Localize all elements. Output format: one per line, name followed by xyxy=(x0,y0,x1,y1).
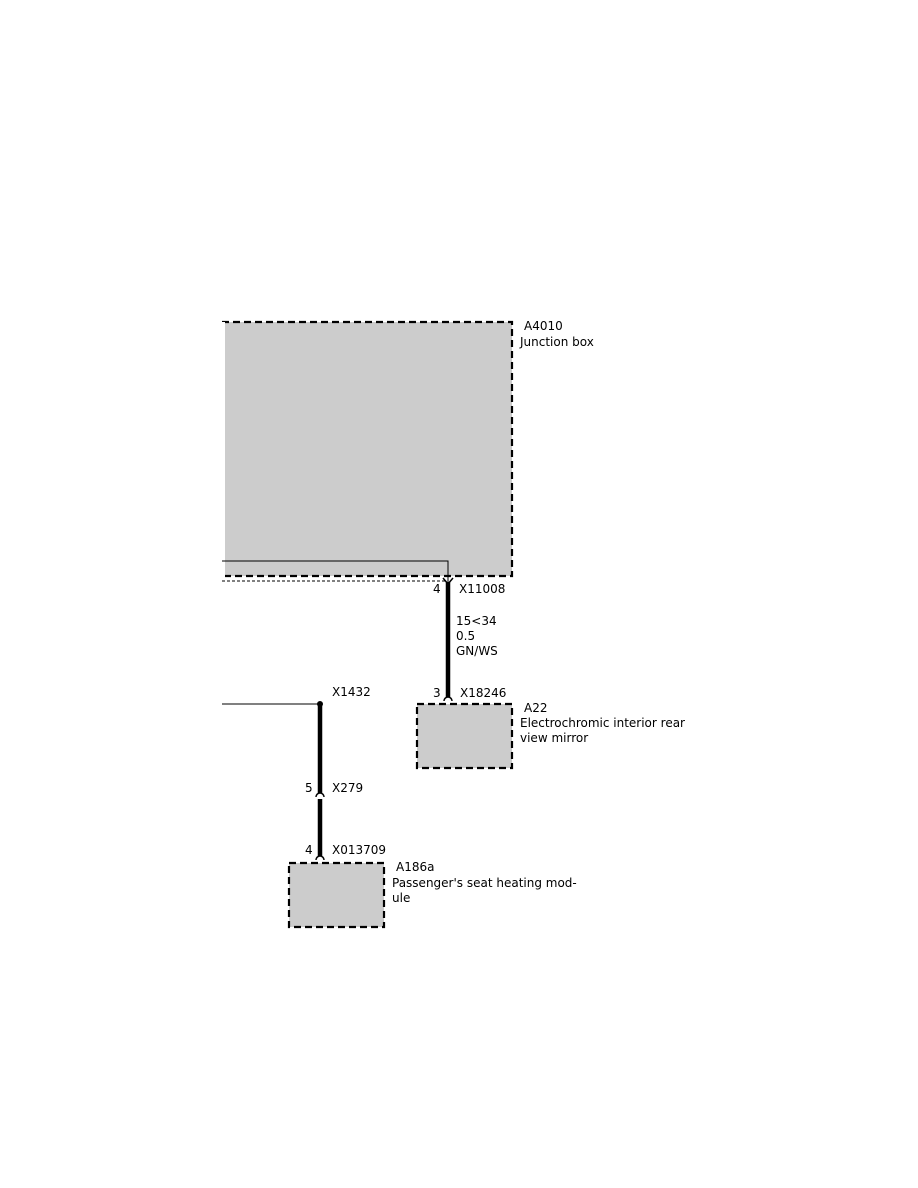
connector-x013709-id: X013709 xyxy=(332,843,386,857)
connector-x279-id: X279 xyxy=(332,781,363,795)
connector-x279-pin: 5 xyxy=(305,781,313,795)
connector-x18246-pin: 3 xyxy=(433,686,441,700)
mirror-id: A22 xyxy=(524,701,547,715)
connector-x18246-id: X18246 xyxy=(460,686,506,700)
connector-x013709-icon xyxy=(315,855,325,861)
connector-x11008-id: X11008 xyxy=(459,582,505,596)
connector-x013709-pin: 4 xyxy=(305,843,313,857)
wire-gauge: 0.5 xyxy=(456,629,475,643)
junction-box-internal-trace-cover xyxy=(219,322,225,578)
junction-box-id: A4010 xyxy=(524,319,563,333)
wire-circuit: 15<34 xyxy=(456,614,497,628)
connector-x11008-pin: 4 xyxy=(433,582,441,596)
junction-box-internal-trace xyxy=(222,560,449,582)
connector-x18246-pin-icon xyxy=(443,696,453,702)
junction-box-name: Junction box xyxy=(519,335,594,349)
seat-module-id: A186a xyxy=(396,860,434,874)
connector-x1432-id: X1432 xyxy=(332,685,371,699)
mirror-a22[interactable] xyxy=(415,702,514,770)
seat-module-a186a[interactable] xyxy=(287,861,386,929)
junction-box-body xyxy=(220,320,514,578)
mirror-name-line1: Electrochromic interior rear xyxy=(520,716,685,730)
seat-module-name-line2: ule xyxy=(392,891,410,905)
seat-module-name-line1: Passenger's seat heating mod- xyxy=(392,876,577,890)
mirror-name-line2: view mirror xyxy=(520,731,588,745)
connector-x279-icon xyxy=(315,792,325,798)
connector-x11008-pin-icon xyxy=(442,577,454,586)
junction-box-a4010[interactable] xyxy=(219,320,514,582)
wire-color: GN/WS xyxy=(456,644,498,658)
